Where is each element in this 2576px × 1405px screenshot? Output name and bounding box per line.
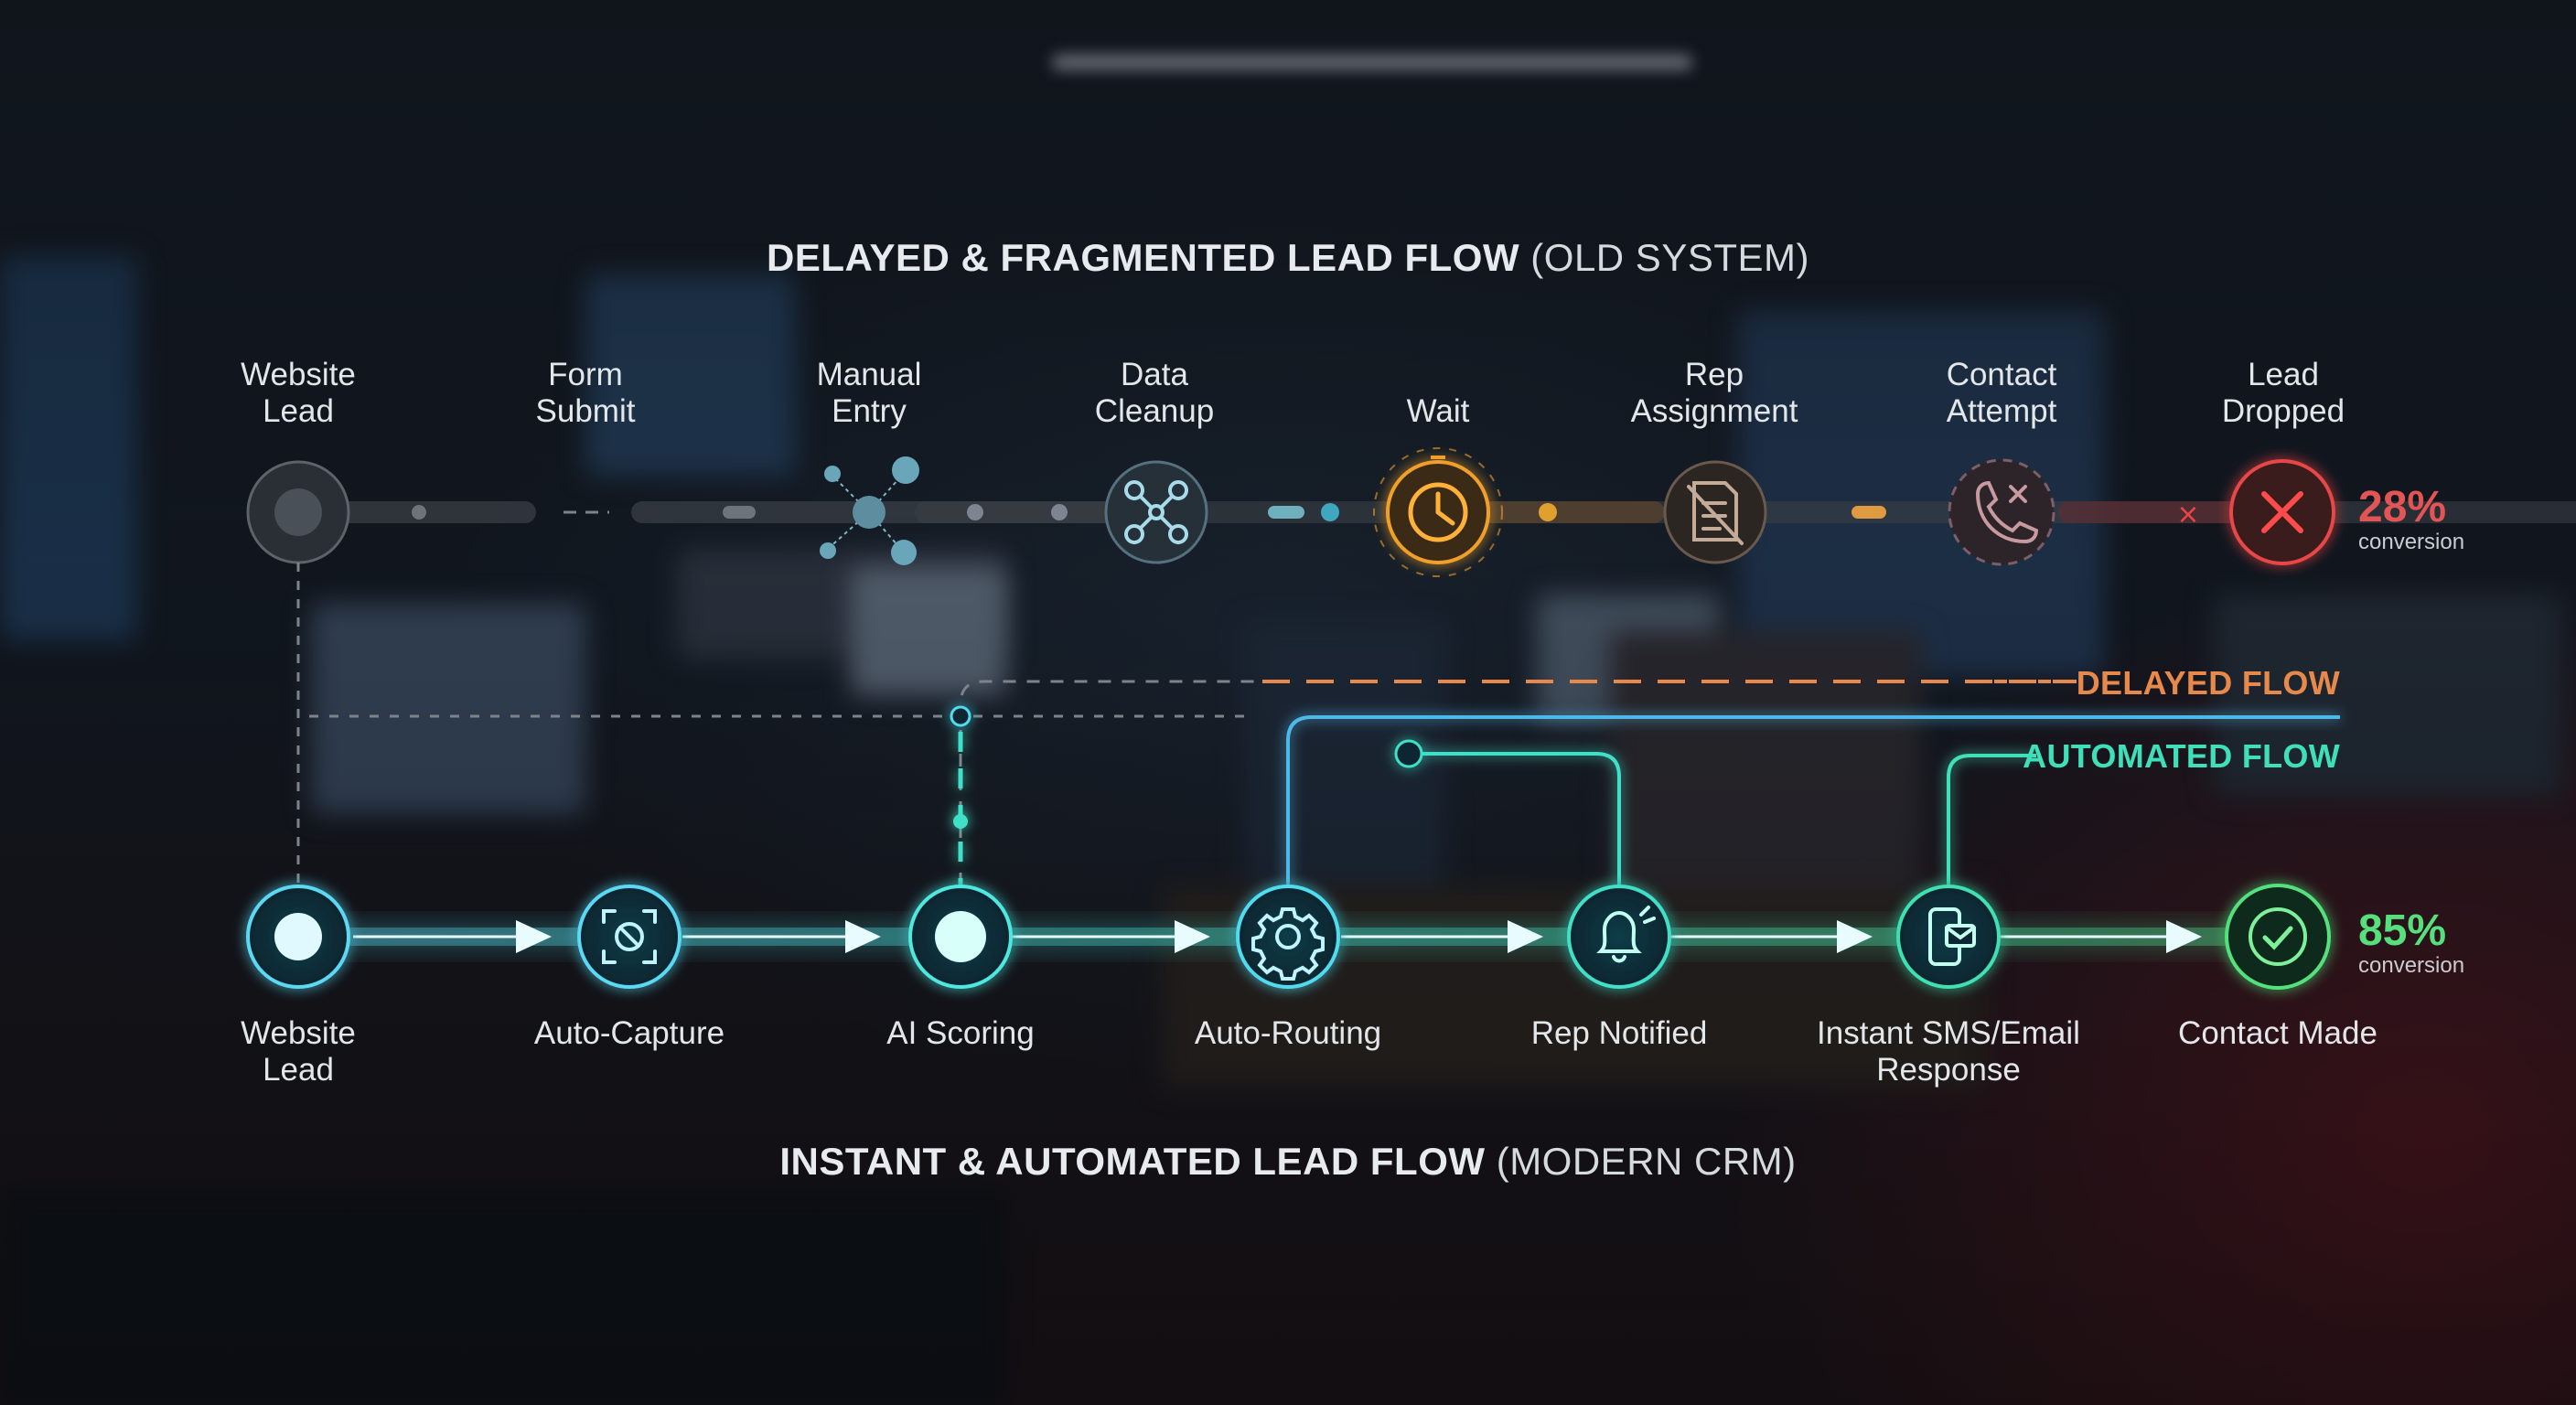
new-stage-label-website-lead: Website Lead — [241, 1015, 356, 1088]
old-conversion-rate: 28% conversion — [2358, 485, 2464, 554]
new-node-website-lead — [246, 885, 350, 989]
old-stage-label-manual-entry: Manual Entry — [816, 357, 922, 429]
old-stage-label-lead-dropped: Lead Dropped — [2221, 357, 2345, 429]
capture-icon — [602, 909, 657, 964]
old-node-contact-attempt — [1948, 458, 2055, 566]
x-icon — [2261, 491, 2303, 533]
old-node-wait — [1373, 447, 1503, 577]
network-icon — [1124, 480, 1188, 544]
new-conversion-rate: 85% conversion — [2358, 908, 2464, 978]
svg-text:×: × — [2176, 499, 2199, 531]
legend-automated-flow: AUTOMATED FLOW — [2023, 737, 2340, 775]
old-flow-title-main: DELAYED & FRAGMENTED LEAD FLOW — [767, 236, 1520, 279]
delayed-flow-connector — [296, 563, 2077, 933]
dot-icon — [274, 488, 322, 536]
gear-icon — [1251, 907, 1325, 981]
new-stage-label-rep-notified: Rep Notified — [1530, 1015, 1708, 1051]
new-conversion-value: 85% — [2358, 906, 2447, 955]
old-flow-title-suffix: (OLD SYSTEM) — [1530, 236, 1809, 279]
new-node-contact-made — [2225, 884, 2331, 990]
old-stage-label-website-lead: Website Lead — [241, 357, 356, 429]
old-flow-title: DELAYED & FRAGMENTED LEAD FLOW (OLD SYST… — [0, 236, 2576, 280]
phone-failed-icon — [1975, 480, 2039, 544]
old-conversion-caption: conversion — [2358, 530, 2465, 554]
old-stage-label-data-cleanup: Data Cleanup — [1094, 357, 1215, 429]
old-node-lead-dropped — [2229, 459, 2335, 565]
bell-icon — [1596, 906, 1656, 963]
old-node-manual-entry — [820, 456, 919, 565]
phone-mail-icon — [1928, 907, 1976, 966]
new-node-instant-response — [1896, 885, 2001, 989]
new-flow-title-main: INSTANT & AUTOMATED LEAD FLOW — [779, 1140, 1486, 1183]
new-stage-label-auto-capture: Auto-Capture — [533, 1015, 725, 1051]
check-icon — [2249, 907, 2307, 966]
new-node-auto-capture — [577, 885, 682, 989]
new-conversion-caption: conversion — [2358, 953, 2465, 978]
new-stage-label-auto-routing: Auto-Routing — [1194, 1015, 1382, 1051]
document-crossed-icon — [1687, 481, 1744, 545]
new-flow-title: INSTANT & AUTOMATED LEAD FLOW (MODERN CR… — [0, 1140, 2576, 1184]
new-stage-label-ai-scoring: AI Scoring — [886, 1015, 1035, 1051]
old-stage-label-wait: Wait — [1406, 393, 1470, 429]
glow-dot-icon — [935, 911, 986, 962]
old-stage-label-form-submit: Form Submit — [535, 357, 636, 429]
new-flow-title-suffix: (MODERN CRM) — [1496, 1140, 1797, 1183]
old-stage-label-rep-assignment: Rep Assignment — [1630, 357, 1798, 429]
old-node-rep-assignment — [1663, 460, 1767, 564]
legend-delayed-flow: DELAYED FLOW — [2076, 664, 2340, 702]
old-stage-label-contact-attempt: Contact Attempt — [1946, 357, 2057, 429]
new-node-auto-routing — [1236, 885, 1340, 989]
old-node-website-lead — [246, 460, 350, 564]
old-conversion-value: 28% — [2358, 483, 2447, 531]
dot-icon — [274, 913, 322, 960]
old-node-data-cleanup — [1104, 460, 1208, 564]
new-node-ai-scoring — [908, 885, 1013, 989]
clock-icon — [1408, 482, 1468, 542]
new-stage-label-contact-made: Contact Made — [2178, 1015, 2377, 1051]
new-stage-label-instant-response: Instant SMS/Email Response — [1817, 1015, 2080, 1088]
new-node-rep-notified — [1567, 885, 1671, 989]
